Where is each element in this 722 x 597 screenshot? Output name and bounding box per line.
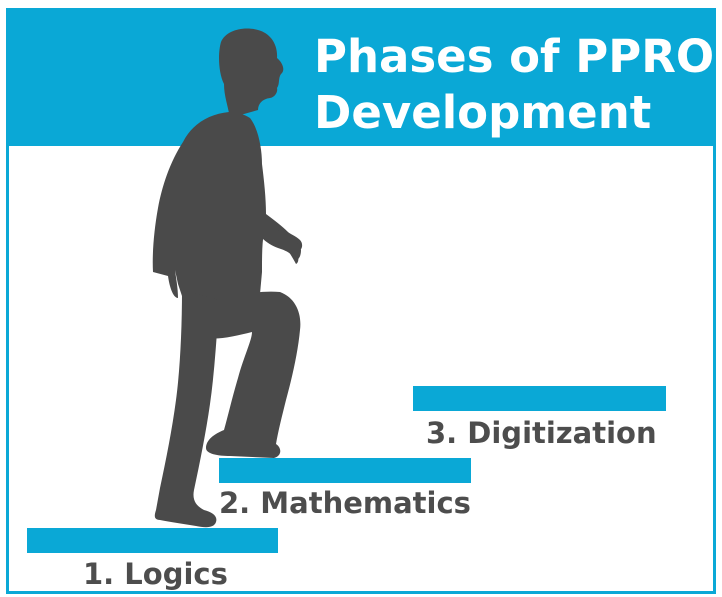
step-label-digitization: 3. Digitization xyxy=(426,416,657,450)
title-line-1: Phases of PPROI xyxy=(314,30,722,83)
title-banner xyxy=(6,8,716,146)
step-bar-digitization xyxy=(413,386,666,411)
step-bar-mathematics xyxy=(219,458,471,483)
page-title: Phases of PPROI Development xyxy=(314,29,722,141)
step-label-logics: 1. Logics xyxy=(83,557,228,591)
step-label-mathematics: 2. Mathematics xyxy=(219,486,471,520)
title-line-2: Development xyxy=(314,86,652,139)
step-bar-logics xyxy=(27,528,278,553)
